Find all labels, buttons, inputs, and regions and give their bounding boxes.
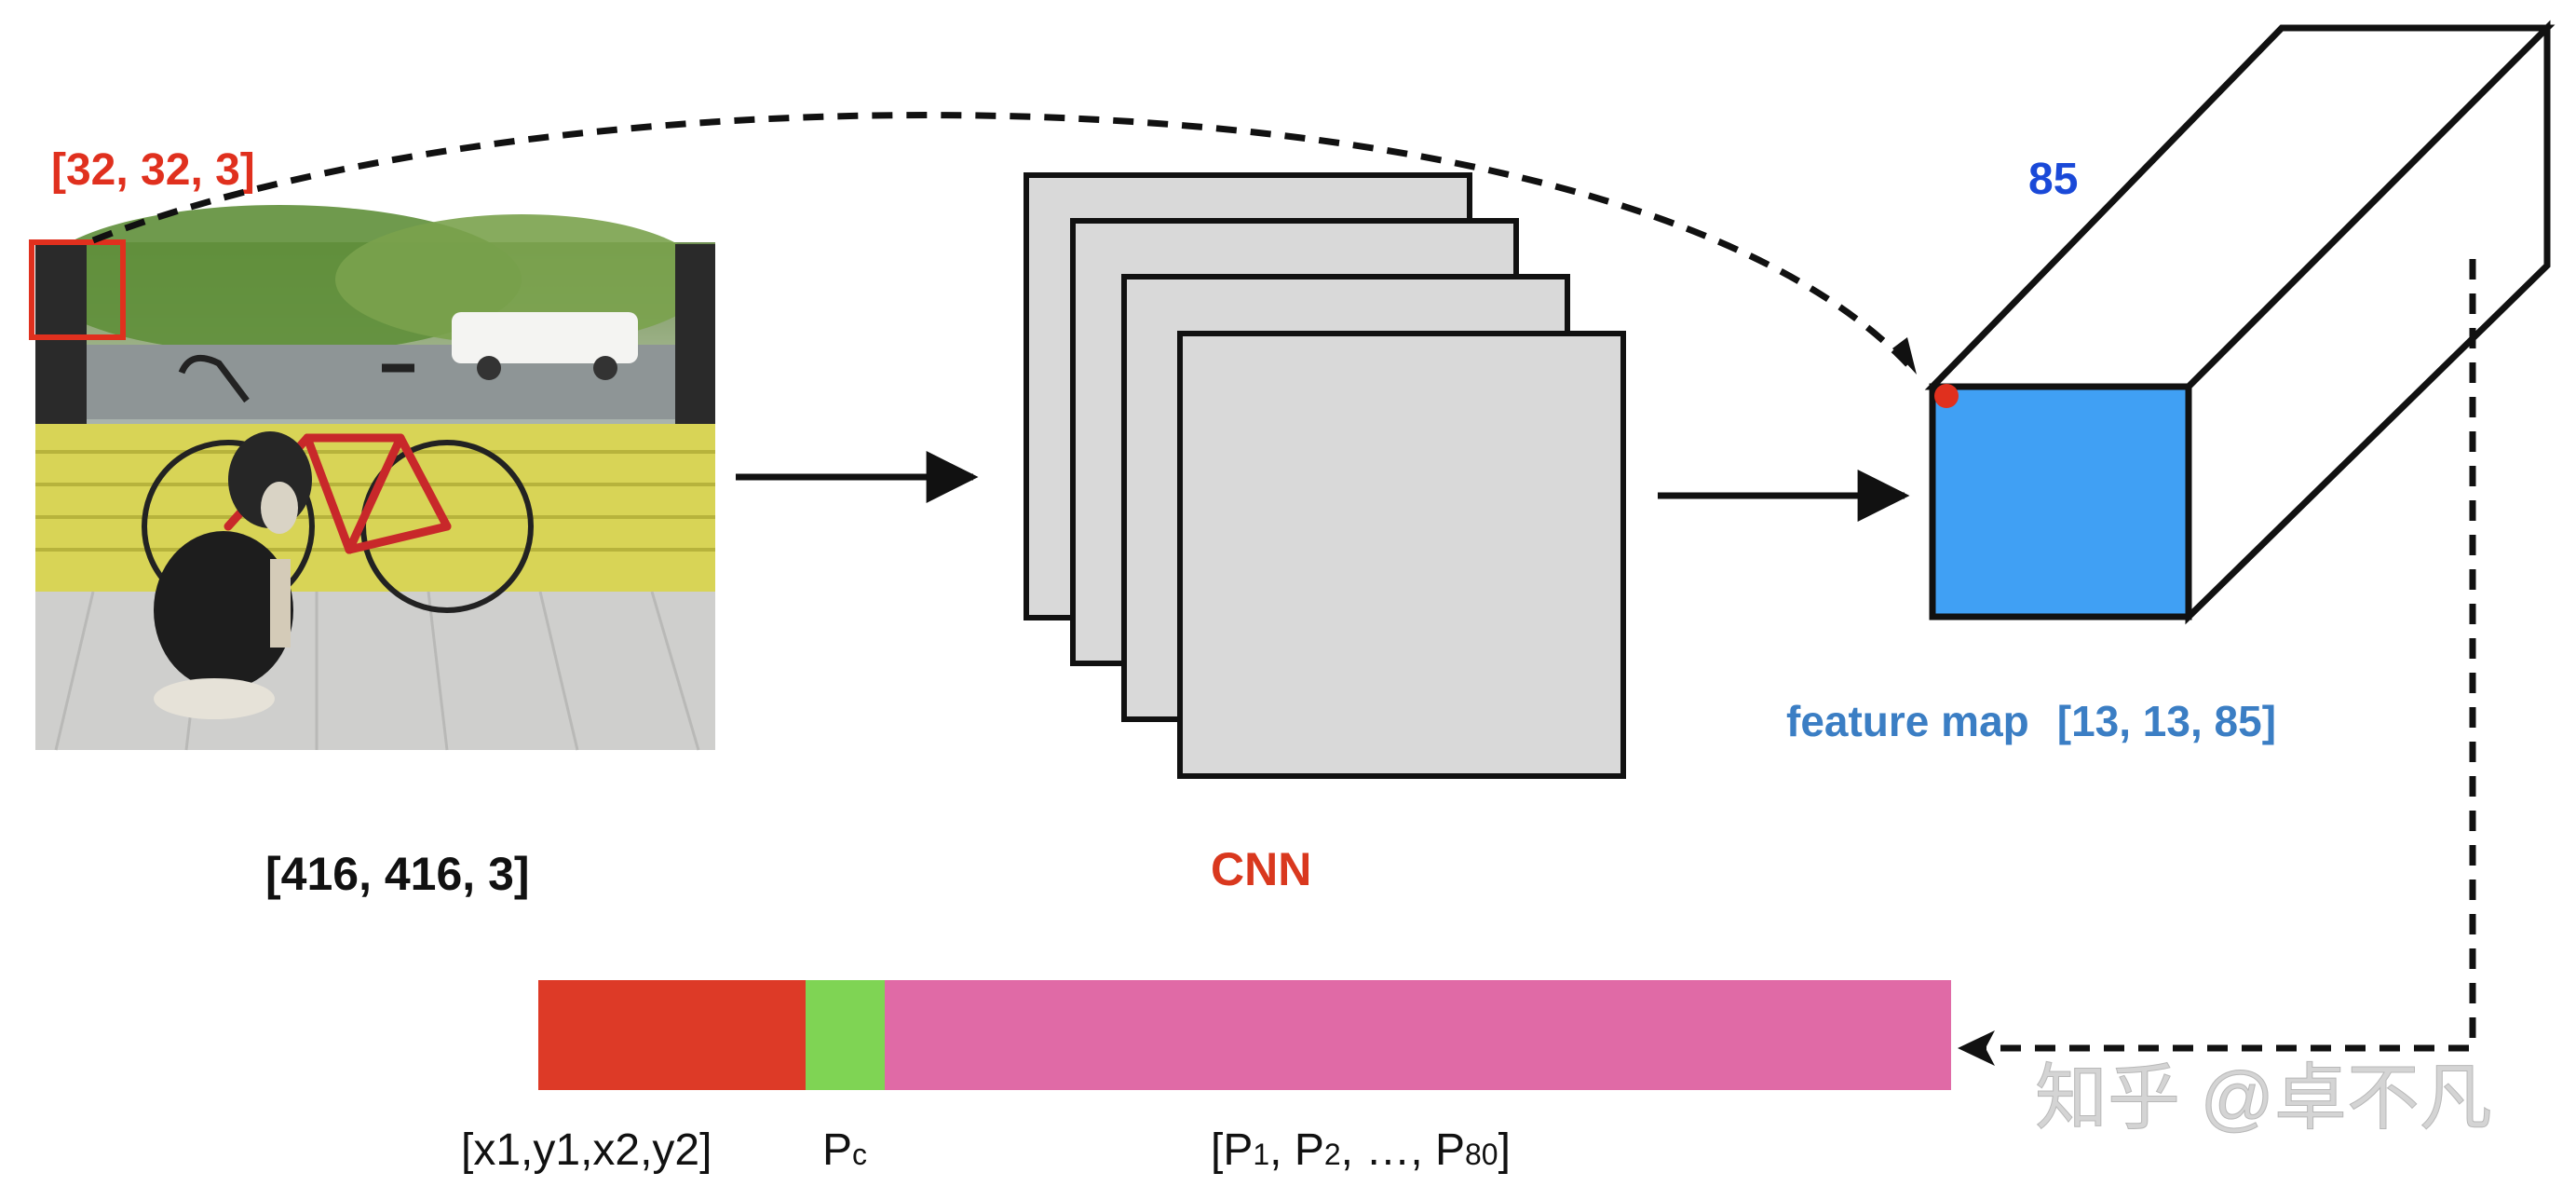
cnn-layers (1024, 172, 1626, 779)
feature-cell (1929, 383, 2192, 620)
cnn-label: CNN (1211, 843, 1311, 895)
feature-map-label: feature map[13, 13, 85] (1786, 697, 2276, 745)
segment-bbox (538, 980, 806, 1090)
mapping-arc-arrowhead (1892, 337, 1917, 375)
patch-size-label: [32, 32, 3] (51, 145, 255, 195)
image-size-label: [416, 416, 3] (265, 848, 530, 900)
bbox-label: [x1,y1,x2,y2] (461, 1125, 712, 1175)
output-arrowhead (1958, 1030, 1995, 1066)
pc-label: Pc (822, 1125, 867, 1175)
watermark-text: 知乎 @卓不凡 (2035, 1057, 2492, 1139)
input-image (35, 205, 715, 751)
receptive-field-box (29, 239, 126, 340)
mapping-arc (91, 112, 1917, 374)
segment-class-probs (885, 980, 1951, 1090)
cell-anchor-dot (1934, 384, 1959, 408)
output-vector (538, 980, 1951, 1090)
class-probs-label: [P1, P2, …, P80] (1211, 1125, 1511, 1175)
segment-objectness (806, 980, 885, 1090)
depth-label: 85 (2028, 155, 2078, 204)
cnn-layer-4 (1177, 331, 1626, 779)
feature-map-cuboid (1924, 20, 2556, 625)
